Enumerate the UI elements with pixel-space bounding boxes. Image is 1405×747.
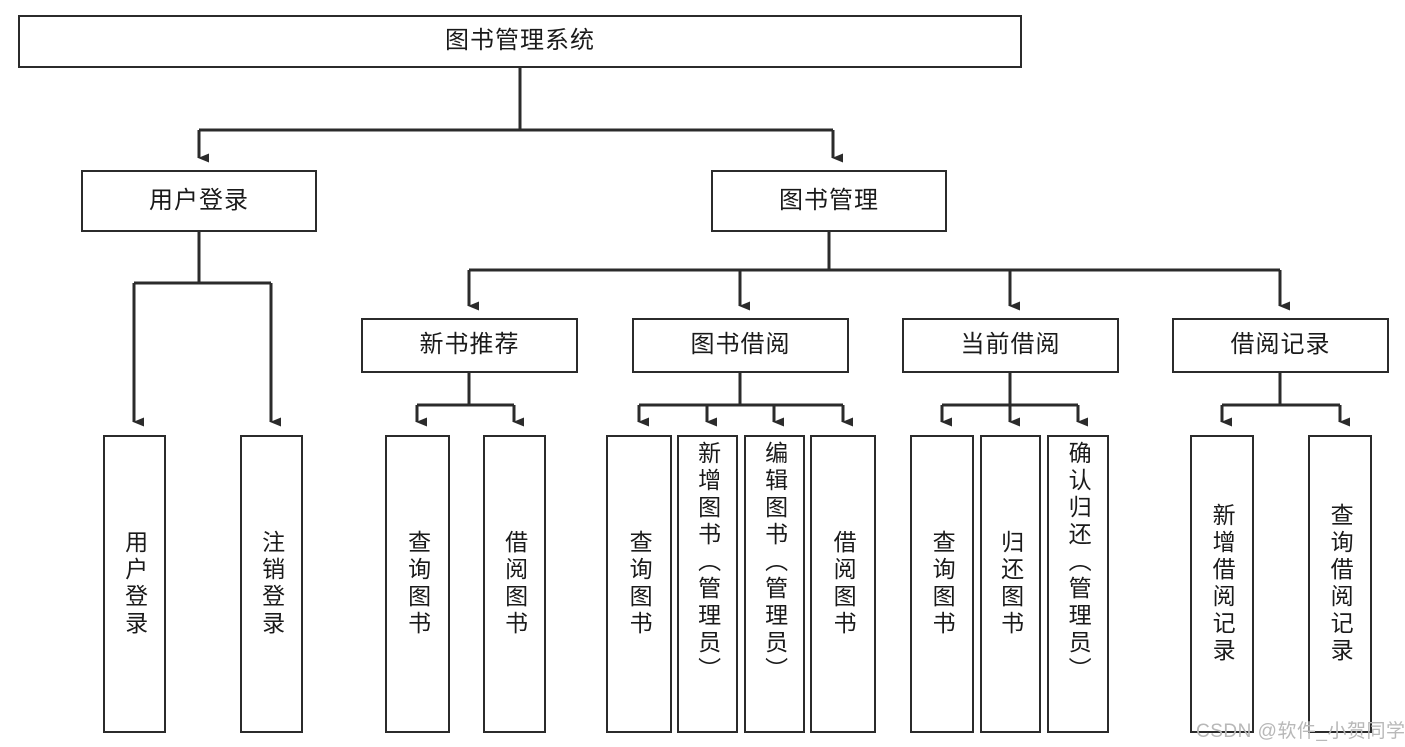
node-borrow-record-label: 借阅记录	[1230, 331, 1331, 359]
node-leaf-query-book-current-label: 查询图书	[929, 530, 956, 638]
node-leaf-add-borrow-record-label: 新增借阅记录	[1209, 503, 1236, 665]
node-book-manage-label: 图书管理	[779, 186, 879, 214]
node-leaf-user-login[interactable]: 用户登录	[103, 435, 166, 733]
node-root-label: 图书管理系统	[445, 27, 595, 55]
node-leaf-confirm-return-admin[interactable]: 确认归还（管理员）	[1047, 435, 1109, 733]
node-leaf-query-book-borrow[interactable]: 查询图书	[606, 435, 672, 733]
node-new-book-rec[interactable]: 新书推荐	[361, 318, 578, 373]
node-leaf-query-book-rec-label: 查询图书	[404, 530, 431, 638]
watermark: CSDN @软件_小贺同学	[1196, 721, 1405, 742]
node-user-login-label: 用户登录	[149, 186, 249, 214]
node-leaf-borrow-book-rec[interactable]: 借阅图书	[483, 435, 546, 733]
node-leaf-add-borrow-record[interactable]: 新增借阅记录	[1190, 435, 1254, 733]
node-leaf-borrow-book-rec-label: 借阅图书	[501, 530, 528, 638]
node-book-borrow[interactable]: 图书借阅	[632, 318, 849, 373]
node-leaf-edit-book-admin-label: 编辑图书（管理员）	[761, 441, 788, 684]
node-leaf-edit-book-admin[interactable]: 编辑图书（管理员）	[744, 435, 805, 733]
node-new-book-rec-label: 新书推荐	[419, 331, 520, 359]
node-leaf-borrow-book-label: 借阅图书	[830, 530, 857, 638]
node-leaf-add-book-admin[interactable]: 新增图书（管理员）	[677, 435, 738, 733]
node-leaf-confirm-return-admin-label: 确认归还（管理员）	[1065, 441, 1092, 684]
node-user-login[interactable]: 用户登录	[81, 170, 317, 232]
node-leaf-return-book-label: 归还图书	[997, 530, 1024, 638]
node-leaf-query-book-borrow-label: 查询图书	[626, 530, 653, 638]
node-leaf-query-borrow-record[interactable]: 查询借阅记录	[1308, 435, 1372, 733]
node-leaf-return-book[interactable]: 归还图书	[980, 435, 1041, 733]
node-leaf-query-borrow-record-label: 查询借阅记录	[1327, 503, 1354, 665]
node-leaf-borrow-book[interactable]: 借阅图书	[810, 435, 876, 733]
node-book-borrow-label: 图书借阅	[690, 331, 791, 359]
node-current-borrow[interactable]: 当前借阅	[902, 318, 1119, 373]
node-leaf-user-login-label: 用户登录	[121, 530, 148, 638]
node-borrow-record[interactable]: 借阅记录	[1172, 318, 1389, 373]
node-leaf-logout-login[interactable]: 注销登录	[240, 435, 303, 733]
node-leaf-logout-login-label: 注销登录	[258, 530, 285, 638]
node-current-borrow-label: 当前借阅	[960, 331, 1061, 359]
node-book-manage[interactable]: 图书管理	[711, 170, 947, 232]
node-leaf-query-book-current[interactable]: 查询图书	[910, 435, 974, 733]
node-root[interactable]: 图书管理系统	[18, 15, 1022, 68]
node-leaf-add-book-admin-label: 新增图书（管理员）	[694, 441, 721, 684]
node-leaf-query-book-rec[interactable]: 查询图书	[385, 435, 450, 733]
